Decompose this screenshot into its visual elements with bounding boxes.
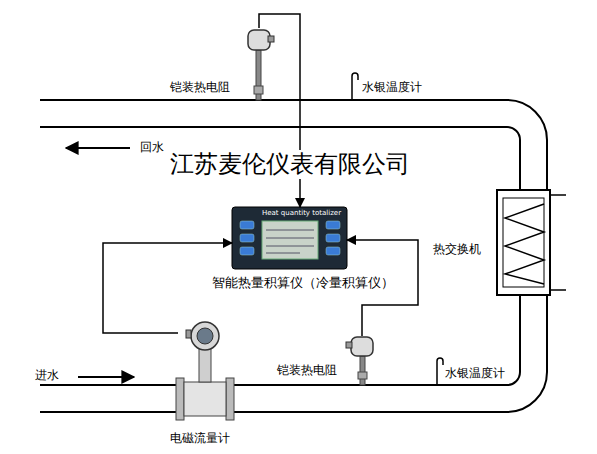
sensor-label: 铠装热电阻 [170, 80, 230, 94]
sensor-gland [268, 36, 274, 42]
exchanger-stubs [550, 195, 566, 290]
heat-exchanger-node: 热交换机 [497, 190, 550, 295]
flowmeter-gland [186, 330, 191, 338]
return-pipe-inner [40, 127, 520, 190]
screen-lines [266, 230, 314, 253]
flowmeter-body [184, 382, 226, 416]
sensor-label: 铠装热电阻 [277, 363, 337, 377]
mercury-thermometer [437, 358, 443, 385]
exchanger-label: 热交换机 [433, 242, 481, 256]
sensor-nut [358, 372, 367, 379]
supply-flow-arrow [78, 376, 134, 378]
totalizer-screen [262, 221, 318, 259]
sensor-gland [346, 342, 352, 348]
company-watermark: 江苏麦伦仪表有限公司 [168, 150, 412, 179]
flowmeter-neck [199, 348, 211, 382]
return-pipe-fill [40, 100, 547, 190]
sensor-node: 铠装热电阻 [349, 336, 375, 385]
heat-exchanger-inner [503, 198, 544, 287]
flowmeter-display [197, 328, 213, 344]
sensor-head [351, 337, 373, 356]
flowmeter-node: 电磁流量计 [178, 320, 232, 420]
supply-pipe-inner [40, 295, 520, 385]
thermometer-label: 水银温度计 [445, 366, 505, 380]
exchanger-coil [505, 204, 544, 284]
return-pipe-outer [40, 100, 547, 190]
totalizer-case [232, 207, 347, 269]
sensor-head [248, 30, 270, 50]
totalizer-label: 智能热量积算仪（冷量积算仪） [212, 275, 394, 291]
mercury-thermometer [352, 73, 358, 100]
return-flow-arrow [66, 147, 130, 149]
totalizer-buttons [240, 221, 340, 255]
flow-direction-label: 进水 [35, 368, 59, 382]
sensor-node: 铠装热电阻 [246, 28, 272, 100]
supply-pipe-outer [40, 295, 547, 412]
flow-direction-label: 回水 [140, 140, 164, 154]
flange [226, 378, 234, 420]
flowmeter-head [191, 322, 219, 350]
sensor-nut [254, 86, 263, 94]
heat-exchanger-body [497, 190, 550, 295]
sensor-stem [360, 356, 365, 385]
device-title: Heat quantity totalizer [262, 209, 341, 217]
thermometer-label: 水银温度计 [362, 80, 422, 94]
flowmeter-label: 电磁流量计 [170, 431, 230, 445]
flange [176, 378, 184, 420]
